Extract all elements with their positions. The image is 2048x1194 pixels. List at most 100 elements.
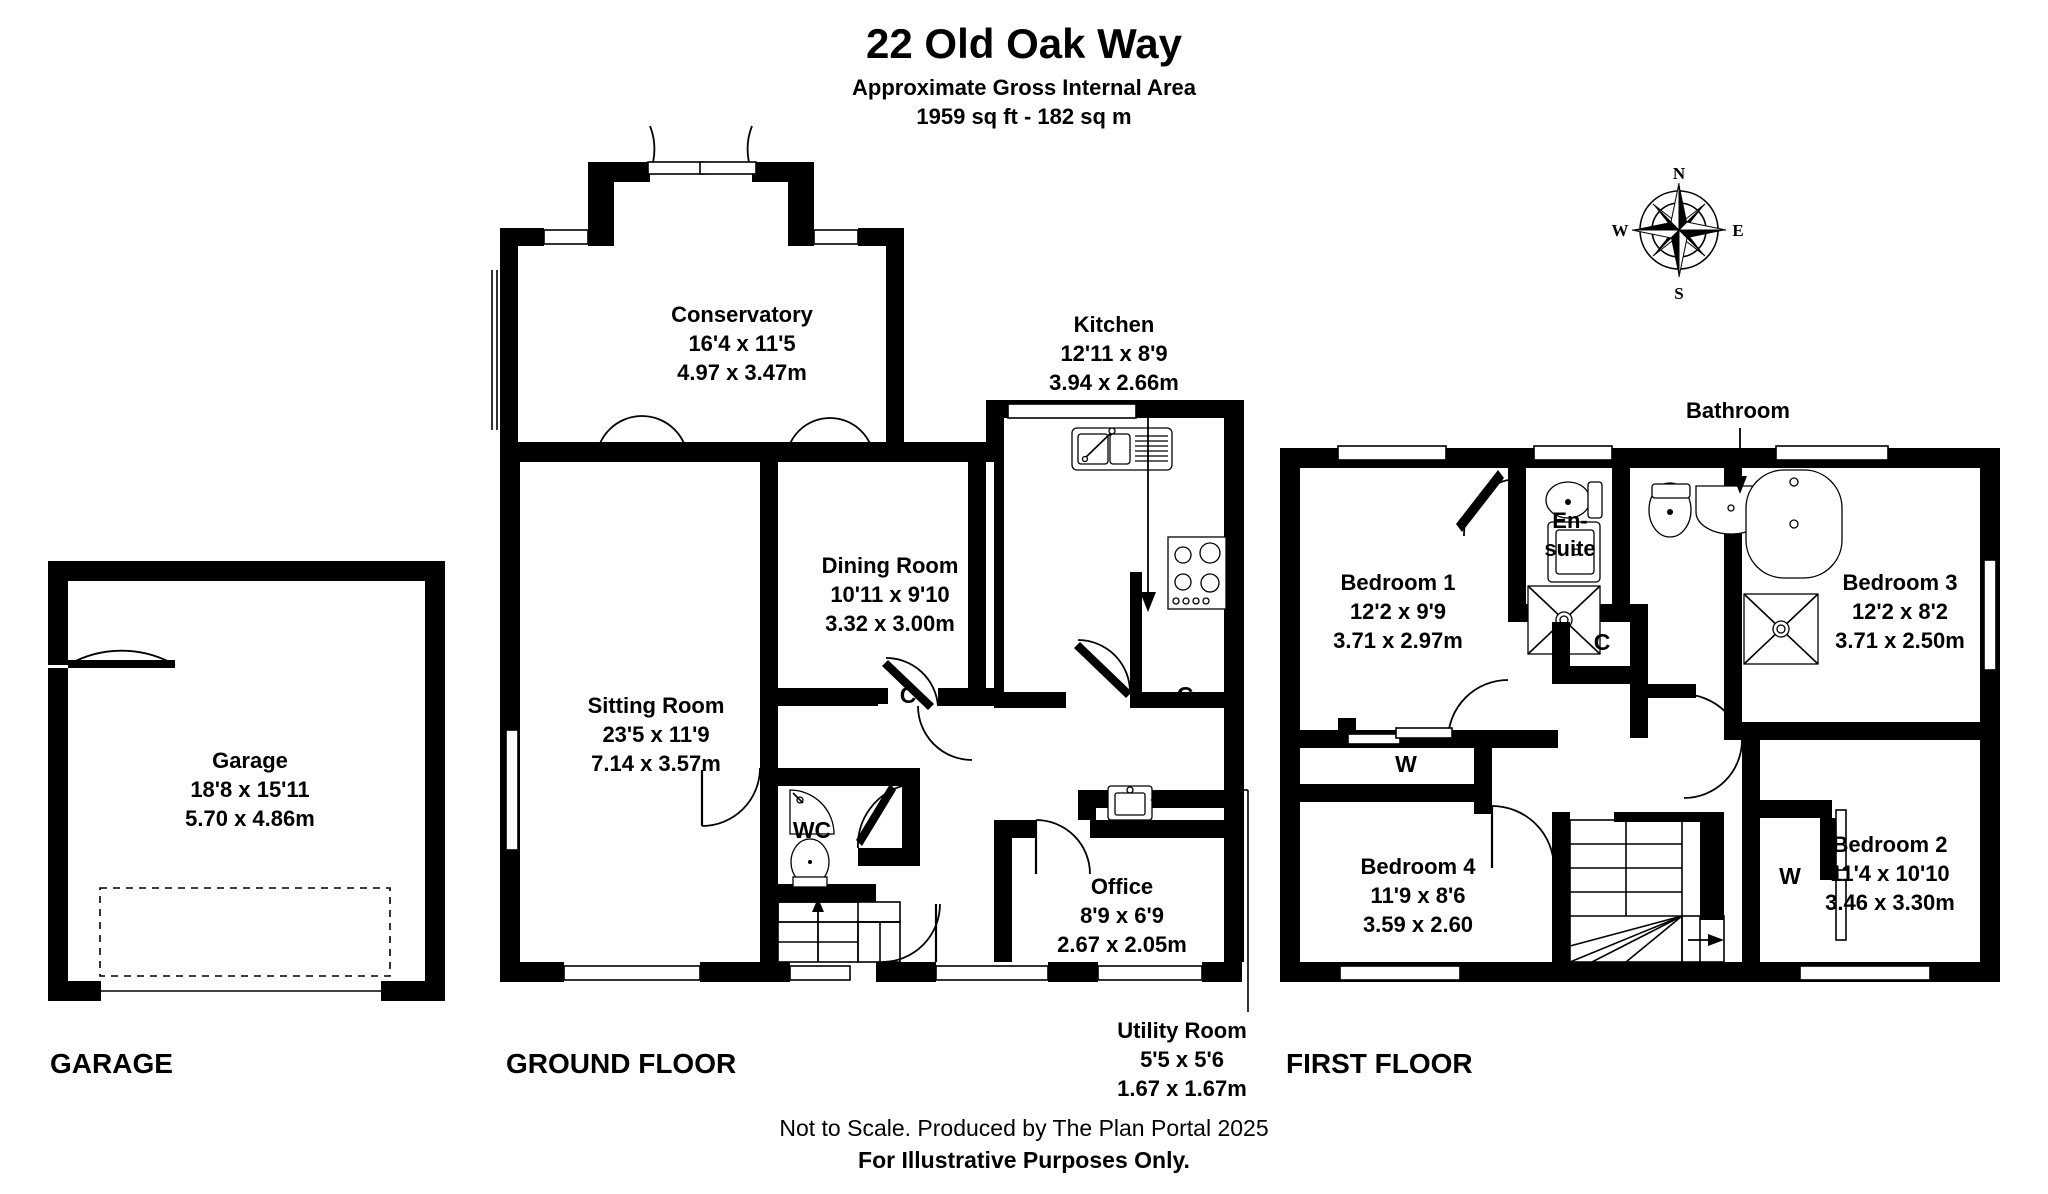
ground-wall-bottom-left <box>500 962 564 982</box>
landing-wall-left-nib <box>1280 712 1300 748</box>
conservatory-door-arc-right2 <box>829 417 875 463</box>
bedroom1-room-metric: 3.71 x 2.97m <box>1333 628 1463 653</box>
wardrobe-right-label: W <box>1779 863 1801 889</box>
garage-floor-marking <box>99 887 391 977</box>
ensuite-basin-plug <box>1572 548 1580 556</box>
first-stair-down-arrow <box>1708 934 1724 946</box>
conservatory-bay-stub-right <box>788 176 814 232</box>
bedroom4-room-metric: 3.59 x 2.60 <box>1363 912 1473 937</box>
kitchen-room-metric: 3.94 x 2.66m <box>1049 370 1179 395</box>
dining-room-imperial: 10'11 x 9'10 <box>830 582 949 607</box>
ground-window-office-bottom <box>1097 965 1203 981</box>
kitchen-view-arrow-head <box>1140 592 1156 612</box>
ensuite-fixtures <box>1527 481 1603 655</box>
footer-disclaimer: Not to Scale. Produced by The Plan Porta… <box>779 1115 1268 1141</box>
kitchen-hob <box>1167 536 1227 610</box>
wc-wall-bottom-corner <box>858 884 876 902</box>
ground-wall-hall-left-lower <box>760 768 778 982</box>
floor-label-garage: GARAGE <box>50 1048 173 1079</box>
ground-wall-kitchen-left <box>968 442 986 692</box>
ground-staircase <box>777 898 901 981</box>
ensuite-toilet-cistern <box>1587 481 1603 519</box>
conservatory-bay-sill-left <box>647 161 705 175</box>
bedroom2-wall-wardrobe-right <box>1820 818 1838 880</box>
conservatory-door-jamb-l1 <box>596 442 600 462</box>
garage-door-leaf <box>68 660 175 668</box>
wardrobe-right-door2 <box>1835 879 1847 941</box>
garage-wall-top <box>48 561 445 581</box>
cupboard-ground-right-label: C <box>1177 682 1194 708</box>
conservatory-door-jamb-r2 <box>874 442 878 462</box>
conservatory-bay-sill-right <box>699 161 757 175</box>
ground-wall-hall-left-upper <box>760 706 778 768</box>
bedroom2-room-name: Bedroom 2 <box>1833 832 1948 857</box>
bedroom3-room-imperial: 12'2 x 8'2 <box>1852 599 1948 624</box>
ground-wall-bottom-right <box>1202 962 1242 982</box>
garage-door-arc <box>67 649 176 666</box>
bathroom-bath-tap <box>1789 477 1799 487</box>
cupboard-right-door-leaf <box>1074 642 1132 698</box>
compass-label-south: S <box>1674 284 1683 303</box>
header-subtitle-size: 1959 sq ft - 182 sq m <box>916 104 1131 129</box>
header-subtitle-area: Approximate Gross Internal Area <box>852 75 1197 100</box>
wc-wall-right-upper <box>902 786 920 848</box>
kitchen-window-top <box>1007 403 1137 419</box>
sitting-room-imperial: 23'5 x 11'9 <box>602 722 709 747</box>
ground-wall-bottom-mid2 <box>876 962 936 982</box>
ensuite-wall-left <box>1508 468 1526 620</box>
bedroom3-wall-nib <box>1648 684 1696 698</box>
ground-wall-dining-bottom-left <box>760 688 878 706</box>
office-wall-top-right <box>1090 820 1244 838</box>
cupboard-left-divider <box>878 688 888 704</box>
garage-wall-left-upper <box>48 561 68 665</box>
plan-header: 22 Old Oak Way Approximate Gross Interna… <box>852 20 1197 129</box>
cupboard-first-wall-bottom <box>1552 666 1648 684</box>
sitting-room-metric: 7.14 x 3.57m <box>591 751 721 776</box>
conservatory-door-jamb-l2 <box>688 442 692 462</box>
ground-wall-left <box>500 442 520 982</box>
conservatory-bay-top-left <box>588 162 650 182</box>
bathroom-toilet-dot <box>1667 509 1673 515</box>
wc-toilet-dot <box>808 860 812 864</box>
bathroom-fixtures <box>1648 469 1843 579</box>
floor-label-first: FIRST FLOOR <box>1286 1048 1473 1079</box>
compass-label-north: N <box>1673 164 1686 183</box>
conservatory-wall-top-mid-left <box>588 228 614 246</box>
cupboard-right-door-arc <box>1077 639 1131 693</box>
bathroom-bath-plug <box>1789 519 1799 529</box>
ground-wall-sitting-dining <box>760 462 778 690</box>
ground-wall-dining-bottom-right <box>938 688 994 706</box>
first-floor-plan: En- suite Bathroom <box>1280 398 2000 1079</box>
kitchen-wall-bottom-left <box>994 692 1066 708</box>
ground-floor-plan: WC <box>491 125 1249 1101</box>
garage-room-imperial: 18'8 x 15'11 <box>190 777 309 802</box>
office-wall-top-left <box>994 820 1036 838</box>
bathroom-leader-arrow <box>1733 476 1747 494</box>
first-window-bed3-top <box>1775 445 1889 461</box>
bedroom2-wall-left-upper <box>1742 740 1760 962</box>
first-window-bed1-top <box>1337 445 1447 461</box>
garage-wall-bottom-left <box>48 981 101 1001</box>
wc-door-leaf <box>856 784 896 846</box>
dining-room-metric: 3.32 x 3.00m <box>825 611 955 636</box>
ground-window-sitting-left <box>505 729 519 851</box>
bedroom2-room-imperial: 11'4 x 10'10 <box>1830 861 1949 886</box>
utility-wall-left <box>1078 790 1096 820</box>
bedroom4-wall-nib <box>1474 802 1492 814</box>
compass-label-west: W <box>1612 221 1629 240</box>
wardrobe-left-door1 <box>1347 733 1401 745</box>
wardrobe-left-door2 <box>1395 727 1453 739</box>
sitting-room-name: Sitting Room <box>588 693 725 718</box>
kitchen-wall-bottom-right <box>1130 692 1244 708</box>
ground-wall-bottom-mid3 <box>1048 962 1098 982</box>
conservatory-room-metric: 4.97 x 3.47m <box>677 360 807 385</box>
first-window-bed4-bottom <box>1339 965 1461 981</box>
office-room-metric: 2.67 x 2.05m <box>1057 932 1187 957</box>
plan-footer: Not to Scale. Produced by The Plan Porta… <box>779 1115 1268 1173</box>
page-title: 22 Old Oak Way <box>866 20 1183 67</box>
bathroom-wall-right <box>1724 468 1742 738</box>
conservatory-wall-top-mid-right <box>788 228 814 246</box>
utility-room-metric: 1.67 x 1.67m <box>1117 1076 1247 1101</box>
dining-room-name: Dining Room <box>822 553 959 578</box>
